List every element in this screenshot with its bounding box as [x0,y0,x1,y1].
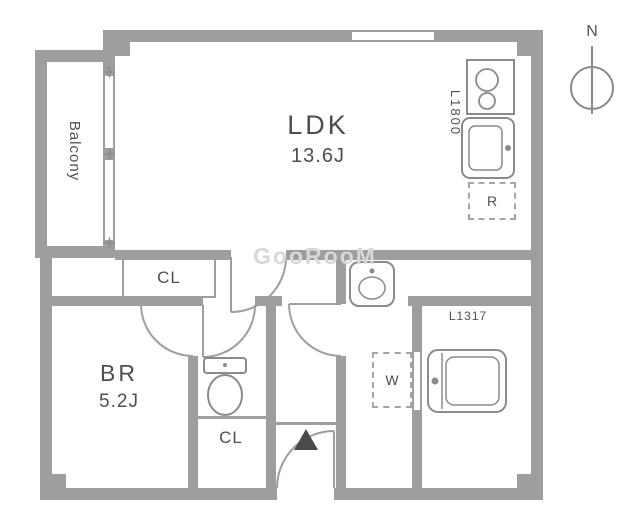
refrigerator-space: R [468,182,516,220]
bathtub-icon [427,349,507,413]
pillar-bottom-left [40,474,66,500]
kitchen-sink-icon [461,117,515,179]
pillar-top-right [517,30,543,56]
toilet-icon [203,357,247,416]
vanity-counter-label: L1317 [448,309,488,323]
wall-ldk-bottom-left [115,250,231,260]
wall-bottom-left-segment [40,488,277,500]
pillar-top-left [103,30,130,56]
wall-right [531,30,543,500]
wall-balcony-left [35,50,47,258]
refrigerator-label: R [486,193,498,209]
washing-machine-label: W [385,372,399,388]
window-balcony-upper [103,76,115,148]
wall-bedroom-top [52,296,203,306]
ldk-room-label: LDK 13.6J [248,110,388,168]
balcony-label: Balcony [66,120,84,182]
window-balcony-lower [103,160,115,240]
entrance-triangle-icon [294,429,318,450]
wall-top-left-segment [105,30,352,42]
wall-ldk-bottom-right [286,250,531,260]
wall-balcony-bottom [35,246,115,258]
door-arc-toilet [202,304,256,358]
wall-hall-right-upper [336,250,346,304]
north-label: N [586,23,598,40]
wall-hall-right-lower [336,356,346,488]
kitchen-counter-label: L1800 [448,89,464,137]
ldk-room-area: 13.6J [291,145,345,167]
ldk-room-name: LDK [287,110,349,140]
door-arc-bedroom [140,303,194,357]
north-compass-icon [570,46,614,114]
partition-toilet-closet [198,416,266,419]
bedroom-room-name: BR [100,360,138,386]
wall-left-lower [40,252,52,500]
stove-icon [466,59,515,115]
door-arc-washroom [288,303,342,357]
washing-machine-space: W [372,352,412,408]
closet-lower-label: CL [219,428,243,447]
bedroom-room-area: 5.2J [99,391,139,412]
genkan-step-line [276,422,336,425]
wall-balcony-top [35,50,103,62]
watermark-text: GooRooM [253,242,377,269]
bedroom-room-label: BR 5.2J [49,360,189,413]
wall-top-right-segment [434,30,543,42]
wall-bedroom-right-lower [188,356,198,488]
bathroom-sliding-door [412,352,422,410]
wall-bedroom-right-upper [188,296,198,304]
wall-bottom-right-segment [334,488,543,500]
wall-toilet-right [266,296,276,488]
closet-upper-label: CL [157,268,181,287]
pillar-bottom-right [517,474,543,500]
closet-upper-box [122,258,216,298]
wall-bath-top [408,296,531,306]
window-top [352,30,434,42]
